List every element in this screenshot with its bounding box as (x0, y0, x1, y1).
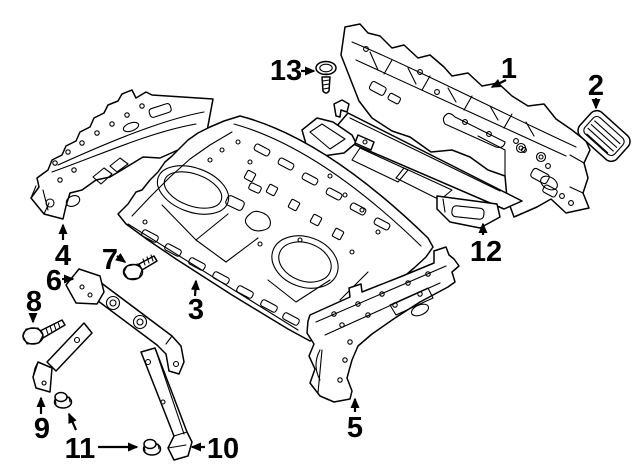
callout-1: 1 (490, 53, 517, 88)
callout-label-2: 2 (588, 70, 604, 102)
part-4-left-mount-bracket (30, 89, 214, 220)
part-7-bolt (122, 254, 158, 281)
callout-11: 11 (65, 412, 139, 465)
part-11-nut-lower (142, 438, 162, 456)
callout-label-5: 5 (347, 412, 363, 444)
callout-9: 9 (34, 396, 50, 445)
callout-8: 8 (26, 286, 42, 324)
callout-label-3: 3 (188, 294, 204, 326)
callout-label-4: 4 (55, 240, 71, 272)
callout-label-6: 6 (46, 265, 62, 297)
callout-5: 5 (347, 397, 363, 444)
callout-label-8: 8 (26, 286, 42, 318)
part-5-right-mount-bracket (306, 246, 460, 403)
part-10-support-strap (140, 347, 193, 461)
callout-label-1: 1 (501, 53, 517, 85)
callout-label-12: 12 (470, 236, 502, 268)
part-8-bolt (22, 319, 66, 345)
part-9-corner-bracket (32, 322, 93, 393)
callout-label-10: 10 (207, 433, 239, 465)
part-6-support-brace (65, 268, 185, 375)
part-1-rear-body-panel (340, 23, 591, 218)
callout-label-9: 9 (34, 413, 50, 445)
callout-6: 6 (46, 265, 75, 297)
callout-2: 2 (588, 70, 604, 110)
callout-label-13: 13 (270, 55, 302, 87)
callout-label-11: 11 (65, 433, 96, 465)
callout-3: 3 (188, 279, 204, 326)
callout-12: 12 (470, 222, 502, 268)
part-11-nut-upper (53, 391, 73, 409)
callout-10: 10 (190, 433, 239, 465)
callout-13: 13 (270, 55, 316, 87)
part-2-side-vent (577, 109, 631, 163)
callout-7: 7 (102, 244, 127, 276)
callout-label-7: 7 (102, 244, 118, 276)
part-13-screw (315, 60, 337, 94)
callout-4: 4 (55, 223, 71, 272)
